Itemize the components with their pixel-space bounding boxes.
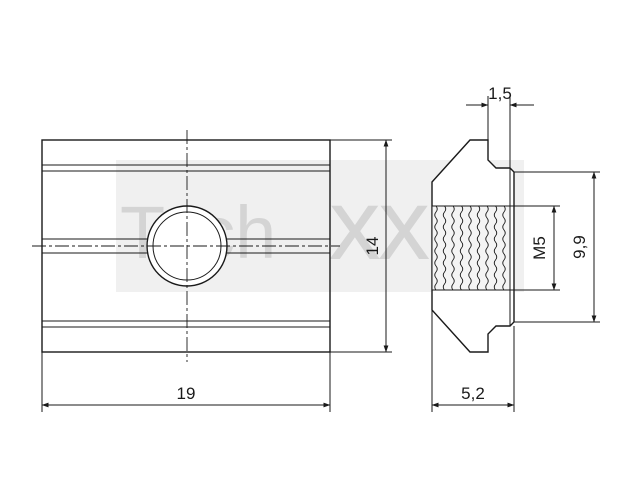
flange-dimension-label: 1,5	[488, 84, 512, 103]
side-view-dimensions	[431, 96, 600, 412]
front-view	[32, 130, 340, 362]
thread-line	[459, 205, 464, 291]
thread-line	[493, 205, 498, 291]
outer-height-dimension-label: 9,9	[570, 235, 589, 259]
thread-line	[468, 205, 472, 291]
thread-line	[442, 205, 447, 291]
width-dimension-label: 5,2	[461, 384, 485, 403]
thread-line	[502, 205, 506, 291]
thread-lines	[434, 205, 506, 291]
front-view-dimensions	[41, 139, 392, 412]
side-view	[431, 139, 515, 353]
height-dimension-label: 14	[363, 237, 382, 256]
length-dimension-label: 19	[177, 384, 196, 403]
thread-line	[434, 205, 438, 291]
thread-line	[485, 205, 489, 291]
thread-line	[476, 205, 481, 291]
thread-line	[451, 205, 455, 291]
thread-dimension-label: M5	[530, 236, 549, 260]
